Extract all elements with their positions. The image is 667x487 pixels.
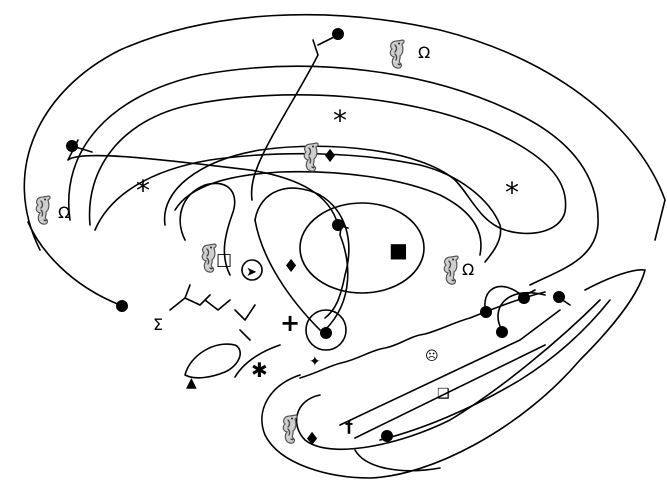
star-symbol: ✦	[309, 354, 321, 370]
diamond-symbol: ♦	[283, 256, 299, 277]
filled-square-symbol: ■	[389, 238, 408, 262]
plus-symbol: +	[280, 309, 300, 337]
node-dot	[496, 326, 508, 338]
asterisk-symbol: *	[505, 176, 519, 209]
node-dot	[332, 28, 344, 40]
diamond-symbol: ♦	[322, 146, 338, 167]
hippocampus-base	[355, 450, 440, 471]
path-left-dot	[68, 140, 338, 225]
open-square-symbol: □	[216, 250, 232, 270]
node-dot	[116, 300, 128, 312]
bold-asterisk-symbol: ✱	[251, 358, 268, 382]
node-dot	[332, 219, 344, 231]
seahorse-icon	[390, 40, 404, 68]
amygdala-ellipse	[185, 344, 240, 378]
node-dot	[480, 306, 492, 318]
dagger-symbol: †	[345, 417, 353, 436]
node-dot	[66, 140, 78, 152]
diamond-symbol: ♦	[304, 429, 320, 450]
hippocampus-lines-1	[340, 310, 560, 425]
node-dot	[553, 291, 565, 303]
node-dot	[381, 430, 393, 442]
seahorse-icon	[304, 143, 318, 171]
asterisk-symbol: *	[333, 104, 347, 137]
seahorse-icon	[444, 256, 458, 284]
libra-symbol: Ω	[58, 203, 70, 222]
open-square-small-symbol: ❑	[437, 386, 450, 402]
path-top-dot	[252, 35, 338, 200]
asterisk-symbol: *	[136, 174, 150, 207]
node-dot	[320, 327, 332, 339]
arrowhead-symbol: ➤	[246, 265, 257, 280]
seahorse-icon	[202, 244, 216, 272]
sigma-symbol: Σ	[153, 315, 163, 334]
seahorse-icon	[283, 415, 297, 443]
caret-symbol: ▲	[186, 375, 197, 391]
libra-symbol: Ω	[418, 43, 430, 62]
frown-symbol: ☹	[425, 349, 439, 364]
libra-symbol: Ω	[462, 260, 474, 279]
hippocampus-lines-2	[355, 345, 545, 438]
seahorse-icon	[36, 196, 50, 224]
node-dot	[518, 292, 530, 304]
sigma-branches	[170, 285, 255, 340]
outer-to-dot-left	[28, 222, 120, 305]
